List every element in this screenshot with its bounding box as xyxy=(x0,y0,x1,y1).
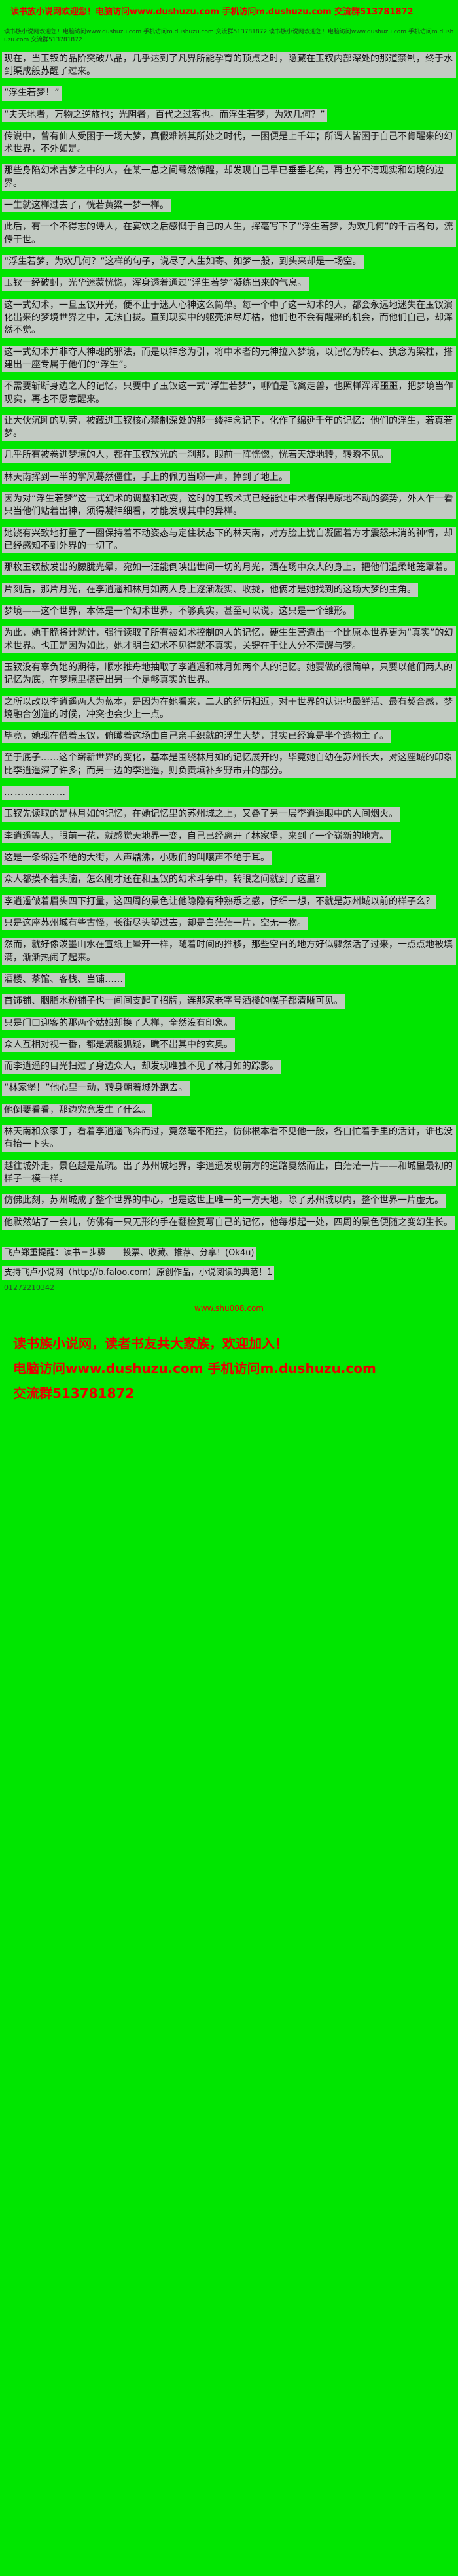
paragraph: 而李逍遥的目光扫过了身边众人，却发现唯独不见了林月如的踪影。 xyxy=(2,1060,281,1074)
paragraph: 这一式幻术并非夺人神魂的邪法，而是以神念为引，将中术者的元神拉入梦境，以记忆为砖… xyxy=(2,345,456,373)
paragraph: 至于底子……这个崭新世界的变化，基本是围绕林月如的记忆展开的，毕竟她自幼在苏州长… xyxy=(2,751,456,779)
faloo-support-line: 支持飞卢小说网（http://b.faloo.com）原创作品，小说阅读的典范！… xyxy=(2,1266,275,1280)
paragraph: “浮生若梦，为欢几何？”这样的句子，说尽了人生如寄、如梦一般，到头来却是一场空。 xyxy=(2,255,364,269)
site-promo-line1: 读书族小说网，读者书友共大家族，欢迎加入！ xyxy=(13,1336,288,1352)
site-promo-block: 读书族小说网，读者书友共大家族，欢迎加入！ 电脑访问www.dushuzu.co… xyxy=(1,1327,457,1406)
paragraph: 片刻后，那片月光，在李逍遥和林月如两人身上逐渐凝实、收拢，他俩才是她找到的这场大… xyxy=(2,583,418,597)
paragraph: 他默然站了一会儿，仿佛有一只无形的手在翻检复写自己的记忆，他每想起一处，四周的景… xyxy=(2,1215,455,1230)
paragraph: 玉钗一经破封，光华迷蒙恍惚，浑身透着通过“浮生若梦”凝练出来的气息。 xyxy=(2,277,309,291)
paragraph: 一生就这样过去了，恍若黄粱一梦一样。 xyxy=(2,199,171,213)
paragraph: 林天南挥到一半的掌风蓦然僵住，手上的佩刀当啷一声，掉到了地上。 xyxy=(2,470,290,485)
paragraph: “夫天地者，万物之逆旅也；光阴者，百代之过客也。而浮生若梦，为欢几何？” xyxy=(2,108,327,122)
watermark-id: 01272210342 xyxy=(4,1283,54,1293)
paragraph: 毕竟，她现在借着玉钗，俯瞰着这场由自己亲手织就的浮生大梦，其实已经算是半个造物主… xyxy=(2,730,391,744)
paragraph: 仿佛此刻，苏州城成了整个世界的中心，也是这世上唯一的一方天地，除了苏州城以内，整… xyxy=(2,1194,446,1208)
paragraph: 传说中，曾有仙人受困于一场大梦，真假难辨其所处之时代，一困便是上千年；所谓人皆困… xyxy=(2,129,456,157)
paragraph: 众人都摸不着头脑，怎么刚才还在和玉钗的幻术斗争中，转眼之间就到了这里？ xyxy=(2,873,326,887)
faloo-reading-tip: 飞卢郑重提醒：读书三步骤——投票、收藏、推荐、分享！(Ok4u) xyxy=(2,1246,256,1261)
paragraph: 梦境——这个世界，本体是一个幻术世界，不够真实，甚至可以说，这只是一个雏形。 xyxy=(2,604,354,619)
paragraph: 这一式幻术，一旦玉钗开光，便不止于迷人心神这么简单。每一个中了这一幻术的人，都会… xyxy=(2,298,456,338)
paragraph: 李逍遥皱着眉头四下打量，这四周的景色让他隐隐有种熟悉之感，仔细一想，不就是苏州城… xyxy=(2,894,436,909)
paragraph: 只是门口迎客的那两个姑娘却换了人样，全然没有印象。 xyxy=(2,1016,235,1030)
paragraph: 首饰铺、胭脂水粉铺子也一间间支起了招牌，连那家老字号酒楼的幌子都清晰可见。 xyxy=(2,994,345,1009)
paragraph: 李逍遥等人，眼前一花，就感觉天地界一变，自己已经离开了林家堡，来到了一个崭新的地… xyxy=(2,829,391,843)
paragraph: 那枚玉钗散发出的朦胧光晕，宛如一汪能倒映出世间一切的月光，洒在场中众人的身上，把… xyxy=(2,561,455,575)
paragraph: 玉钗没有辜负她的期待，顺水推舟地抽取了李逍遥和林月如两个人的记忆。她要做的很简单… xyxy=(2,660,456,688)
paragraph: 玉钗先读取的是林月如的记忆，在她记忆里的苏州城之上，又叠了另一层李逍遥眼中的人间… xyxy=(2,807,400,822)
paragraph: “林家堡！”他心里一动，转身朝着城外跑去。 xyxy=(2,1081,190,1096)
paragraph: 越往城外走，景色越是荒疏。出了苏州城地界，李逍遥发现前方的道路戛然而止，白茫茫一… xyxy=(2,1159,456,1187)
paragraph: 因为对“浮生若梦”这一式幻术的调整和改变，这时的玉钗术式已经能让中术者保持原地不… xyxy=(2,492,456,519)
paragraph: ……………… xyxy=(2,786,69,800)
paragraph: 此后，有一个不得志的诗人，在宴饮之后感慨于自己的人生，挥毫写下了“浮生若梦，为欢… xyxy=(2,220,456,247)
paragraph: 为此，她干脆将计就计，强行读取了所有被幻术控制的人的记忆，硬生生营造出一个比原本… xyxy=(2,626,456,653)
paragraph: 然而，就好像泼墨山水在宣纸上晕开一样，随着时间的推移，那些空白的地方好似骤然活了… xyxy=(2,938,456,965)
site-promo-line3: 交流群513781872 xyxy=(13,1385,135,1402)
paragraph: 众人互相对视一番，都是满腹狐疑，瞧不出其中的玄奥。 xyxy=(2,1038,235,1053)
paragraph: 这是一条绵延不绝的大街，人声鼎沸，小贩们的叫嚷声不绝于耳。 xyxy=(2,851,272,866)
paragraph: 之所以改以李逍遥两人为蓝本，是因为在她看来，二人的经历相近，对于世界的认识也最鲜… xyxy=(2,695,456,722)
paragraph: 几乎所有被卷进梦境的人，都在玉钗放光的一刹那，眼前一阵恍惚，恍若天旋地转，转瞬不… xyxy=(2,449,391,463)
paragraph: 他倒要看看，那边究竟发生了什么。 xyxy=(2,1103,152,1118)
paragraph: 她饶有兴致地打量了一圈保持着不动姿态与定住状态下的林天南，对方脸上犹自凝固着方才… xyxy=(2,526,456,554)
paragraph: 不需要斩断身边之人的记忆，只要中了玉钗这一式“浮生若梦”，哪怕是飞禽走兽，也照样… xyxy=(2,380,456,407)
watermark-site: www.shu008.com xyxy=(194,1304,264,1313)
paragraph: 让大伙沉睡的功劳，被藏进玉钗核心禁制深处的那一缕神念记下，化作了绵延千年的记忆：… xyxy=(2,414,456,441)
site-notice-top: 读书族小说网欢迎您！电脑访问www.dushuzu.com 手机访问m.dush… xyxy=(10,7,414,17)
paragraph: 那些身陷幻术古梦之中的人，在某一息之间蓦然惊醒，却发现自己早已垂垂老矣，再也分不… xyxy=(2,164,456,192)
paragraph: 现在，当玉钗的品阶突破八品，几乎达到了凡界所能孕育的顶点之时，隐藏在玉钗内部深处… xyxy=(2,52,456,79)
paragraph: 酒楼、茶馆、客栈、当铺…… xyxy=(2,972,125,987)
site-notice-small: 读书族小说网欢迎您！电脑访问www.dushuzu.com 手机访问m.dush… xyxy=(4,29,454,43)
paragraph: “浮生若梦！” xyxy=(2,86,62,101)
site-promo-line2: 电脑访问www.dushuzu.com 手机访问m.dushuzu.com xyxy=(13,1361,376,1377)
chapter-content: 现在，当玉钗的品阶突破八品，几乎达到了凡界所能孕育的顶点之时，隐藏在玉钗内部深处… xyxy=(1,46,457,1230)
paragraph: 林天南和众家丁，看着李逍遥飞奔而过，竟然毫不阻拦，仿佛根本看不见他一般，各自忙着… xyxy=(2,1125,456,1152)
paragraph: 只是这座苏州城有些古怪，长街尽头望过去，却是白茫茫一片，空无一物。 xyxy=(2,916,308,931)
